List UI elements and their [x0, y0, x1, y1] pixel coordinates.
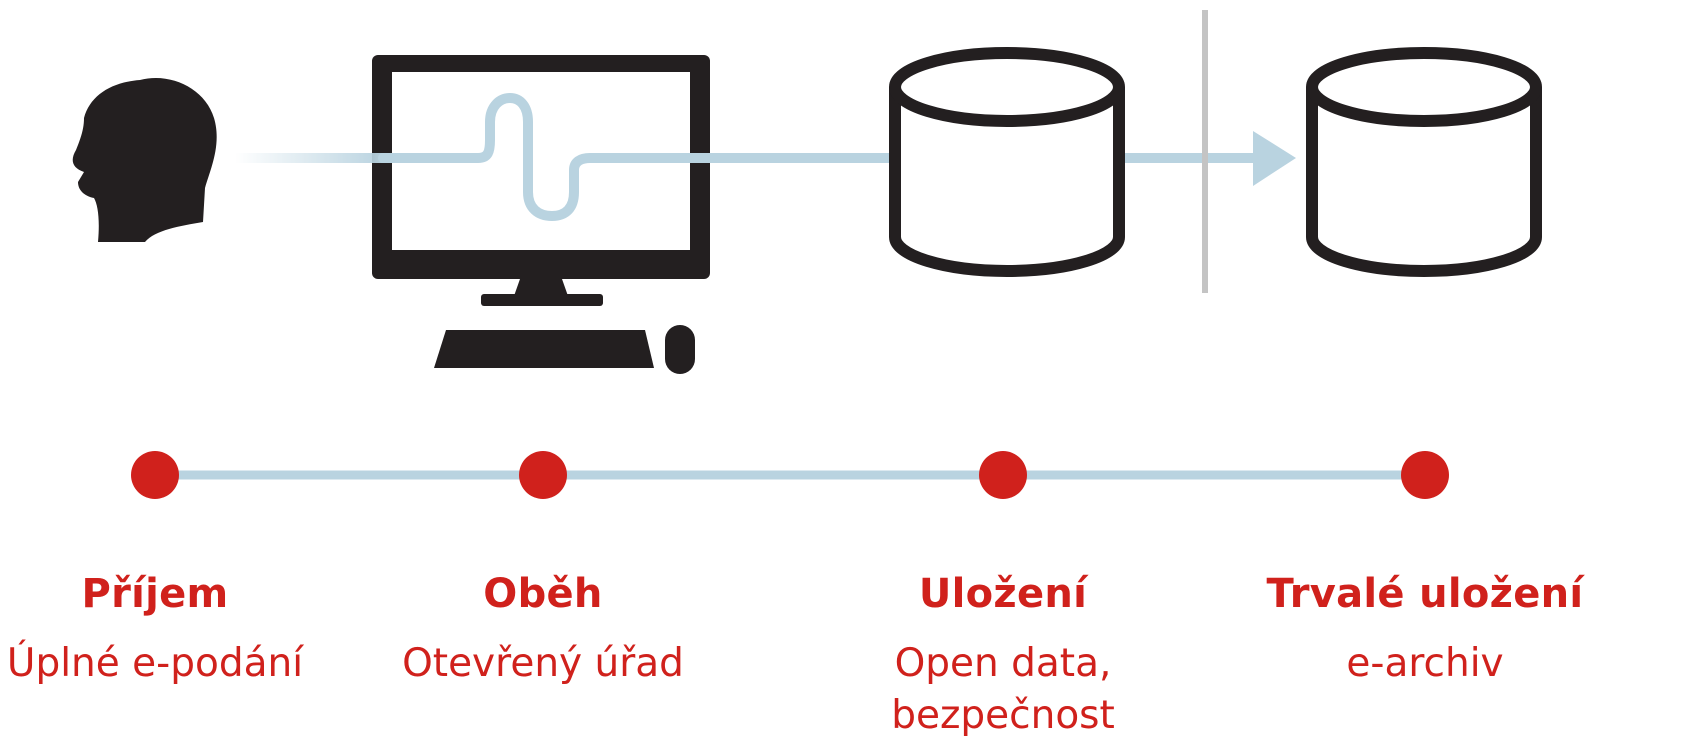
- timeline-dot-obeh: [519, 451, 567, 499]
- flow-arrow-icon: [1253, 131, 1296, 186]
- stage-trvale-ulozeni: Trvalé uložení e-archiv: [1215, 568, 1635, 690]
- timeline: [131, 451, 1449, 499]
- stage-ulozeni: Uložení Open data, bezpečnost: [793, 568, 1213, 742]
- archive-database-icon: [1306, 47, 1542, 277]
- computer-monitor-icon: [372, 55, 710, 306]
- mouse-icon: [665, 325, 695, 374]
- timeline-dot-ulozeni: [979, 451, 1027, 499]
- keyboard-icon: [434, 330, 654, 368]
- stage-title: Oběh: [483, 571, 603, 617]
- database-icon: [889, 47, 1125, 277]
- stage-subtitle: e-archiv: [1346, 641, 1504, 686]
- stage-title: Příjem: [81, 571, 229, 617]
- stage-subtitle: Open data, bezpečnost: [891, 641, 1115, 738]
- stage-title: Uložení: [918, 571, 1088, 617]
- person-head-icon: [72, 77, 217, 242]
- stage-subtitle: Otevřený úřad: [402, 641, 684, 686]
- timeline-dot-prijem: [131, 451, 179, 499]
- stage-obeh: Oběh Otevřený úřad: [333, 568, 753, 690]
- stage-title: Trvalé uložení: [1266, 571, 1584, 617]
- stage-prijem: Příjem Úplné e-podání: [0, 568, 365, 690]
- process-diagram: [72, 10, 1542, 499]
- timeline-dot-trvale-ulozeni: [1401, 451, 1449, 499]
- stage-subtitle: Úplné e-podání: [6, 641, 304, 686]
- flow-line: [235, 93, 1258, 221]
